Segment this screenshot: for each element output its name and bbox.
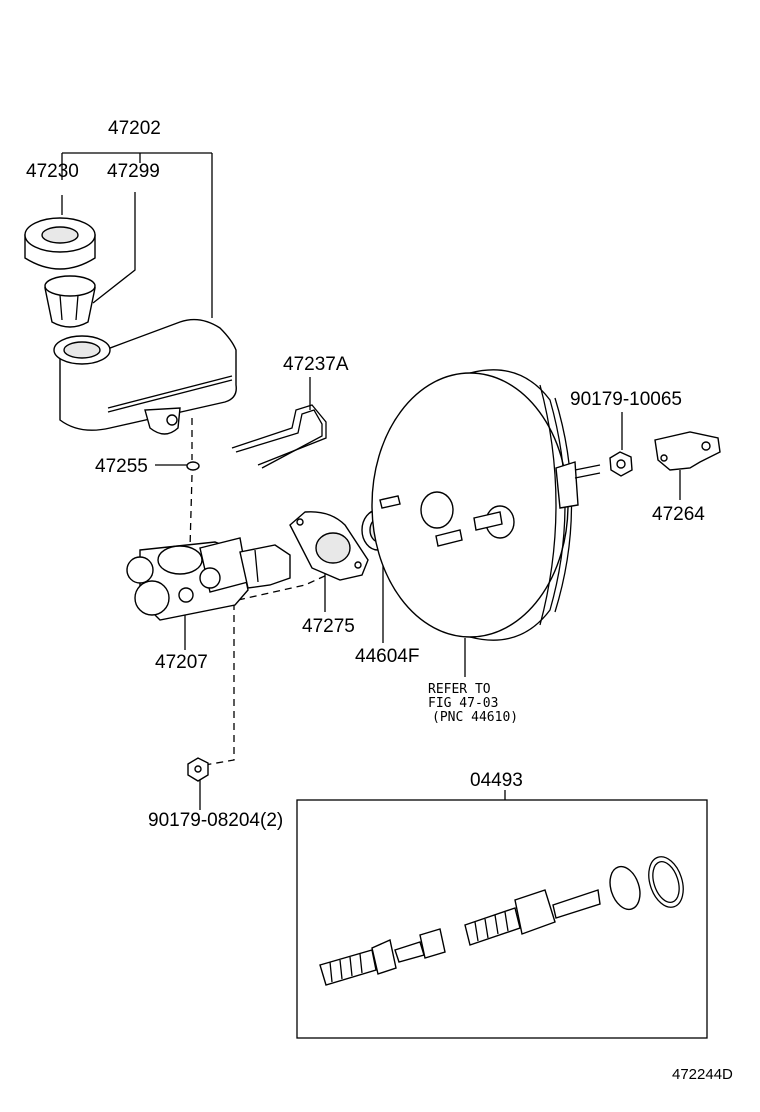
cylinder-kit-piston-1 <box>319 928 446 986</box>
label-47264: 47264 <box>652 504 705 525</box>
brake-booster <box>371 369 601 641</box>
label-47275: 47275 <box>302 616 355 637</box>
label-44604F: 44604F <box>355 646 419 667</box>
reservoir-pin-clip <box>231 404 327 469</box>
label-47299: 47299 <box>107 161 160 182</box>
reservoir-strainer <box>44 275 96 328</box>
label-47237A: 47237A <box>283 354 349 375</box>
booster-nut <box>609 451 633 477</box>
grommet <box>186 461 200 471</box>
label-47202: 47202 <box>108 118 161 139</box>
reservoir-tank <box>53 318 237 435</box>
label-04493: 04493 <box>470 770 523 791</box>
label-90179-10065: 90179-10065 <box>570 389 682 410</box>
cylinder-kit-o-ring <box>648 856 684 908</box>
figure-id: 472244D <box>672 1066 733 1083</box>
label-90179-08204: 90179-08204(2) <box>148 810 283 831</box>
cylinder-kit-seal-ring <box>609 865 641 911</box>
refer-note-line-3: (PNC 44610) <box>432 710 518 725</box>
label-47207: 47207 <box>155 652 208 673</box>
reservoir-cap <box>24 217 96 270</box>
label-47230: 47230 <box>26 161 79 182</box>
master-cylinder-body <box>126 537 291 621</box>
refer-note-line-2: FIG 47-03 <box>428 696 498 711</box>
refer-note-line-1: REFER TO <box>428 682 491 697</box>
booster-gasket <box>289 511 369 581</box>
label-47255: 47255 <box>95 456 148 477</box>
clevis-bracket <box>654 431 721 471</box>
cylinder-kit-piston-2 <box>464 889 601 946</box>
cylinder-nut <box>187 757 209 782</box>
